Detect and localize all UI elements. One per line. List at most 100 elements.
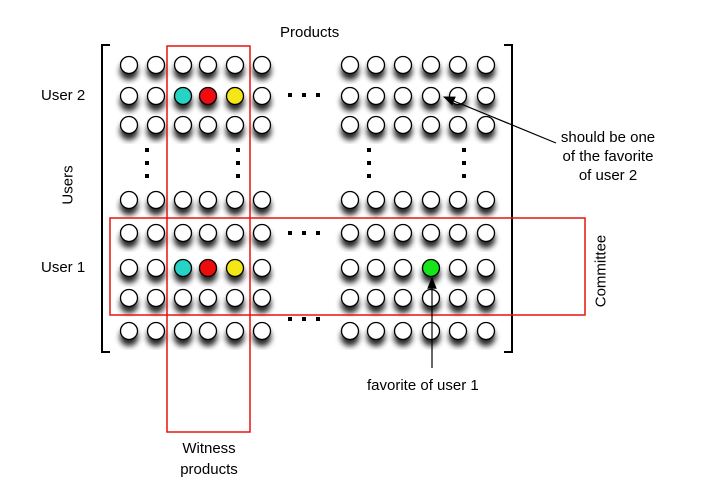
matrix-cell: [146, 55, 166, 75]
matrix-cell: [366, 321, 386, 341]
matrix-cell: [119, 223, 139, 243]
matrix-cell: [476, 86, 496, 106]
matrix-cell: [393, 86, 413, 106]
matrix-cell: [448, 288, 468, 308]
matrix-cell: [225, 321, 245, 341]
witness-label-line2: products: [180, 461, 238, 478]
matrix-cell: [393, 223, 413, 243]
matrix-cell: [252, 55, 272, 75]
matrix-cell: [146, 86, 166, 106]
matrix-cell: [252, 115, 272, 135]
matrix-cell: [252, 288, 272, 308]
highlighted-matrix-cell: [225, 258, 245, 278]
matrix-cell: [198, 223, 218, 243]
matrix-cell: [393, 258, 413, 278]
matrix-cell: [146, 321, 166, 341]
matrix-cell: [366, 288, 386, 308]
matrix-cell: [252, 190, 272, 210]
matrix-cell: [198, 115, 218, 135]
annotation-line3: of user 2: [578, 167, 638, 184]
left-bracket: [101, 44, 110, 353]
matrix-cell: [119, 55, 139, 75]
committee-frame: [109, 217, 586, 316]
matrix-cell: [225, 190, 245, 210]
matrix-cell: [146, 288, 166, 308]
highlighted-matrix-cell: [225, 86, 245, 106]
right-bracket: [504, 44, 513, 353]
witness-label-line1: Witness: [182, 440, 236, 457]
highlighted-matrix-cell: [198, 86, 218, 106]
matrix-cell: [476, 223, 496, 243]
matrix-cell: [173, 288, 193, 308]
matrix-cell: [448, 190, 468, 210]
matrix-cell: [476, 190, 496, 210]
matrix-cell: [366, 55, 386, 75]
matrix-cell: [448, 258, 468, 278]
users-axis-label: Users: [59, 165, 77, 205]
matrix-cell: [448, 86, 468, 106]
matrix-cell: [119, 115, 139, 135]
matrix-cell: [340, 86, 360, 106]
matrix-cell: [476, 258, 496, 278]
matrix-cell: [393, 115, 413, 135]
matrix-cell: [173, 55, 193, 75]
highlighted-matrix-cell: [173, 258, 193, 278]
matrix-cell: [393, 288, 413, 308]
matrix-cell: [448, 321, 468, 341]
matrix-cell: [173, 190, 193, 210]
committee-label: Committee: [592, 234, 610, 308]
matrix-cell: [252, 321, 272, 341]
matrix-cell: [476, 55, 496, 75]
matrix-cell: [448, 115, 468, 135]
matrix-cell: [421, 55, 441, 75]
matrix-cell: [252, 223, 272, 243]
matrix-cell: [340, 190, 360, 210]
matrix-cell: [476, 115, 496, 135]
matrix-cell: [340, 258, 360, 278]
matrix-cell: [119, 258, 139, 278]
matrix-cell: [340, 288, 360, 308]
user1-favorite-annotation: favorite of user 1: [367, 377, 479, 394]
matrix-cell: [421, 190, 441, 210]
matrix-cell: [225, 223, 245, 243]
matrix-cell: [225, 115, 245, 135]
annotation-line1: should be one: [560, 129, 656, 146]
highlighted-matrix-cell: [198, 258, 218, 278]
matrix-cell: [366, 115, 386, 135]
user2-row-label: User 2: [41, 87, 86, 104]
matrix-cell: [393, 190, 413, 210]
matrix-cell: [340, 55, 360, 75]
products-axis-label: Products: [280, 24, 340, 41]
matrix-cell: [198, 288, 218, 308]
matrix-cell: [198, 321, 218, 341]
matrix-cell: [119, 190, 139, 210]
highlighted-matrix-cell: [173, 86, 193, 106]
matrix-cell: [448, 223, 468, 243]
matrix-cell: [340, 321, 360, 341]
matrix-cell: [421, 321, 441, 341]
matrix-cell: [198, 55, 218, 75]
matrix-cell: [421, 288, 441, 308]
matrix-cell: [146, 258, 166, 278]
matrix-cell: [476, 288, 496, 308]
matrix-cell: [173, 223, 193, 243]
matrix-cell: [173, 321, 193, 341]
matrix-cell: [393, 321, 413, 341]
matrix-cell: [146, 190, 166, 210]
matrix-cell: [146, 115, 166, 135]
matrix-cell: [421, 223, 441, 243]
matrix-cell: [366, 86, 386, 106]
matrix-cell: [393, 55, 413, 75]
matrix-cell: [366, 258, 386, 278]
witness-products-label: Witness products: [160, 440, 258, 478]
user2-favorite-annotation: should be one of the favorite of user 2: [543, 129, 673, 184]
matrix-cell: [366, 223, 386, 243]
matrix-cell: [119, 321, 139, 341]
matrix-cell: [366, 190, 386, 210]
annotation-line2: of the favorite: [562, 148, 654, 165]
matrix-cell: [225, 288, 245, 308]
matrix-cell: [198, 190, 218, 210]
matrix-cell: [119, 288, 139, 308]
vertical-ellipsis: [145, 148, 466, 178]
